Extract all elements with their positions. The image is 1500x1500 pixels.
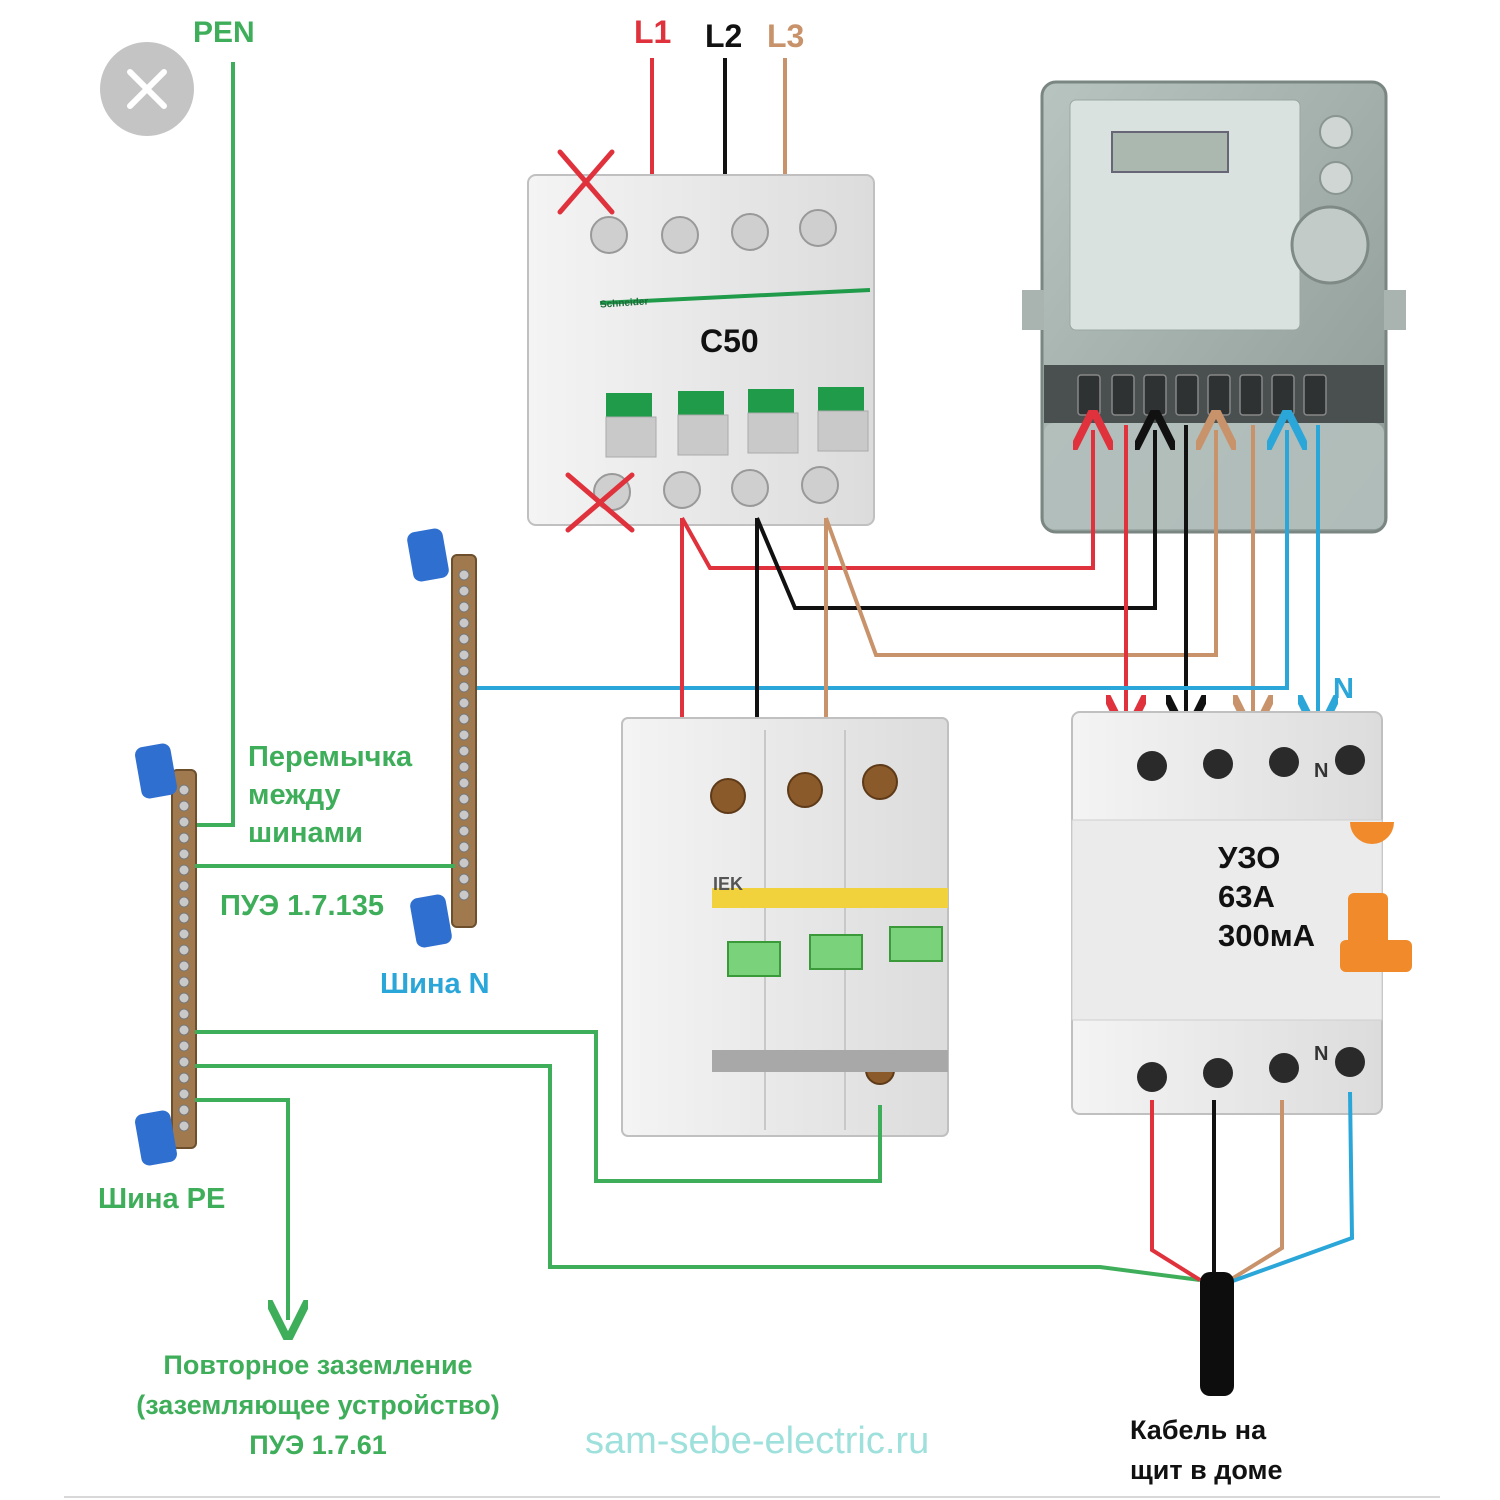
bus-pe-label: Шина PE (98, 1183, 226, 1215)
rcd-device (1071, 711, 1412, 1115)
website-label: sam-sebe-electric.ru (585, 1420, 930, 1462)
bus-screw (178, 896, 190, 908)
bus-screw (178, 1056, 190, 1068)
bus-screw (178, 848, 190, 860)
bus-screw (458, 793, 470, 805)
rcd-rating-label: УЗО 63А 300мА (1218, 838, 1315, 955)
ground-label-line2: (заземляющее устройство) (136, 1390, 500, 1420)
bus-screw (178, 992, 190, 1004)
close-button[interactable] (100, 42, 194, 136)
bus-screw (458, 873, 470, 885)
cable-label-line2: щит в доме (1130, 1455, 1283, 1485)
bus-screw (458, 825, 470, 837)
rcd-n-bottom-label: N (1314, 1043, 1329, 1065)
bus-screw (178, 1120, 190, 1132)
bus-screw (458, 841, 470, 853)
n-wire-label: N (1333, 673, 1354, 705)
rcd-label-line3: 300мА (1218, 918, 1316, 953)
rcd-label-line2: 63А (1218, 879, 1275, 914)
bus-screw (458, 713, 470, 725)
n-bus-bar (407, 528, 477, 948)
jumper-label: Перемычка между шинами (248, 738, 412, 852)
bus-screw (178, 944, 190, 956)
l2-label: L2 (705, 18, 743, 54)
surge-protection-device (621, 717, 949, 1137)
bus-screw (458, 745, 470, 757)
bus-screw (458, 649, 470, 661)
bus-screw (178, 864, 190, 876)
bus-screw (458, 889, 470, 901)
pe-to-ground-wire (195, 1098, 288, 1320)
pen-wire (195, 62, 235, 827)
ground-label-line3: ПУЭ 1.7.61 (249, 1430, 387, 1460)
bus-screw (178, 960, 190, 972)
bus-screw (178, 1104, 190, 1116)
bus-screw (458, 729, 470, 741)
close-icon (127, 69, 167, 109)
bus-screw (178, 1072, 190, 1084)
l2-to-meter-wire (755, 430, 1155, 610)
l3-label: L3 (767, 18, 805, 54)
bus-screw (458, 809, 470, 821)
l1-to-meter-wire (680, 430, 1093, 570)
bus-screw (178, 976, 190, 988)
bus-screw (458, 569, 470, 581)
n-bus-to-meter-wire (465, 430, 1287, 690)
meter-terminals (1077, 374, 1327, 416)
jumper-label-line3: шинами (248, 817, 363, 849)
breaker-rating-label: C50 (700, 323, 759, 359)
rcd-l1-out-wire (1150, 1100, 1202, 1282)
rcd-l3-out-wire (1228, 1100, 1284, 1282)
bus-screw (458, 697, 470, 709)
rcd-n-top-label: N (1314, 760, 1329, 782)
bus-screw (458, 777, 470, 789)
cable-label-line1: Кабель на (1130, 1415, 1267, 1445)
bus-screw (458, 761, 470, 773)
l3-to-meter-wire (824, 430, 1216, 657)
rcd-label-line1: УЗО (1218, 840, 1281, 875)
bus-screw (458, 681, 470, 693)
surge-brand-label: IEK (713, 874, 744, 894)
bus-screw (178, 1008, 190, 1020)
rcd-n-out-wire (1229, 1091, 1355, 1284)
jumper-ref-label: ПУЭ 1.7.135 (220, 890, 384, 922)
bus-screw (458, 633, 470, 645)
pe-to-spd-wire (195, 1030, 882, 1183)
bus-screw (178, 1040, 190, 1052)
bus-screw (458, 585, 470, 597)
cable-label: Кабель на щит в доме (1130, 1410, 1282, 1490)
bus-screw (178, 1024, 190, 1036)
bus-screw (458, 617, 470, 629)
cross-mark-icon (557, 149, 635, 533)
house-cable (1200, 1272, 1234, 1396)
bus-screw (178, 832, 190, 844)
pen-label: PEN (193, 16, 255, 49)
bus-screw (178, 800, 190, 812)
pe-bus-bar (135, 743, 197, 1166)
bus-screw (458, 601, 470, 613)
bus-screw (458, 857, 470, 869)
l1-label: L1 (634, 14, 672, 50)
bus-screw (458, 665, 470, 677)
jumper-label-line1: Перемычка (248, 741, 413, 773)
bus-screw (178, 816, 190, 828)
bus-n-label: Шина N (380, 968, 490, 1000)
bus-screw (178, 912, 190, 924)
jumper-label-line2: между (248, 779, 341, 811)
bus-screw (178, 880, 190, 892)
pe-to-cable-wire (195, 1064, 1201, 1282)
bus-screw (178, 784, 190, 796)
bus-screw (178, 1088, 190, 1100)
ground-label-line1: Повторное заземление (163, 1350, 473, 1380)
ground-label: Повторное заземление (заземляющее устрой… (96, 1345, 540, 1465)
bus-screw (178, 928, 190, 940)
